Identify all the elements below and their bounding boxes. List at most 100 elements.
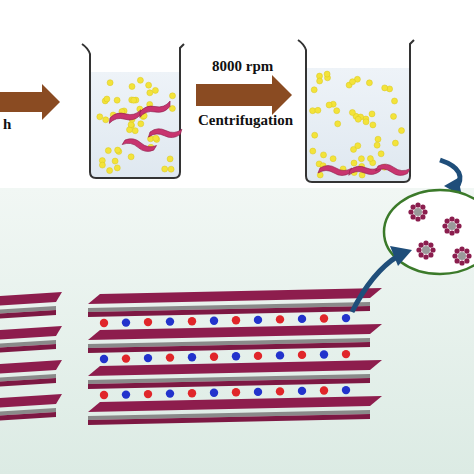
intercalated-ion — [144, 354, 152, 362]
intercalated-ion — [122, 354, 130, 362]
particle-atom — [415, 202, 420, 207]
intercalated-ion — [188, 353, 196, 361]
nanosheet-flake — [375, 163, 410, 176]
intercalated-ion — [342, 350, 350, 358]
particle-atom — [459, 246, 464, 251]
particle-core — [414, 208, 422, 216]
particle-core — [448, 222, 456, 230]
intercalated-ion — [320, 350, 328, 358]
intercalated-ion — [144, 318, 152, 326]
particle-atom — [430, 247, 435, 252]
intercalated-ion — [232, 388, 240, 396]
particle-atom — [442, 223, 447, 228]
nanosheet-flake — [107, 107, 142, 125]
nanodot — [153, 135, 159, 141]
intercalated-ion — [166, 353, 174, 361]
nanodot — [321, 152, 327, 158]
intercalated-ion — [166, 389, 174, 397]
particle-atom — [464, 258, 469, 263]
particle-atom — [423, 254, 428, 259]
particle-atom — [452, 253, 457, 258]
intercalated-ion — [100, 319, 108, 327]
nanosheet-flake — [122, 137, 157, 153]
nanodot — [103, 117, 109, 123]
nanodot — [351, 160, 357, 166]
nanodot — [129, 84, 135, 90]
intercalated-ion — [298, 315, 306, 323]
pointer-arrow — [352, 256, 398, 312]
nanodot — [363, 119, 369, 125]
particle-atom — [411, 205, 416, 210]
layer-slab — [0, 360, 62, 376]
layer-slab — [88, 342, 370, 353]
nanodot — [131, 97, 137, 103]
process-arrow — [0, 84, 60, 120]
layer-slab — [0, 394, 62, 410]
nanodot — [312, 132, 318, 138]
intercalated-ion — [166, 317, 174, 325]
intercalated-ion — [276, 315, 284, 323]
nanodot — [315, 107, 321, 113]
nanodot — [105, 148, 111, 154]
particle-atom — [419, 252, 424, 257]
intercalated-ion — [276, 387, 284, 395]
nanodot — [391, 113, 397, 119]
nanodot — [152, 87, 158, 93]
nanodot — [392, 98, 398, 104]
beaker — [298, 40, 414, 182]
intercalated-ion — [100, 391, 108, 399]
layer-slab — [0, 378, 56, 389]
intercalated-ion — [254, 352, 262, 360]
intercalated-ion — [298, 351, 306, 359]
particle-atom — [455, 249, 460, 254]
particle-atom — [445, 228, 450, 233]
intercalated-ion — [210, 317, 218, 325]
nanodot — [349, 110, 355, 116]
nanodot — [137, 77, 143, 83]
intercalated-ion — [342, 386, 350, 394]
particle-atom — [416, 247, 421, 252]
intercalated-ion — [320, 314, 328, 322]
nanodot — [370, 122, 376, 128]
nanodot — [324, 71, 330, 77]
nanodot — [317, 78, 323, 84]
nanosheet-flake — [148, 127, 183, 140]
nanosheet-flake — [348, 163, 383, 178]
nanodot — [146, 82, 152, 88]
intercalated-ion — [276, 351, 284, 359]
nanodot — [107, 80, 113, 86]
nanodot — [167, 156, 173, 162]
intercalated-ion — [232, 316, 240, 324]
particle-atom — [466, 253, 471, 258]
layer-slab — [0, 326, 62, 342]
particle-atom — [459, 260, 464, 265]
layer-slab — [0, 292, 62, 308]
magnified-view — [384, 190, 474, 274]
nanodot — [99, 162, 105, 168]
particle-atom — [420, 205, 425, 210]
process-arrow — [196, 75, 292, 115]
intercalated-ion — [254, 388, 262, 396]
intercalated-ion — [122, 318, 130, 326]
intercalated-ion — [188, 389, 196, 397]
nanodot — [392, 140, 398, 146]
intercalated-ion — [144, 390, 152, 398]
nanodot — [399, 128, 405, 134]
nanodot — [367, 156, 373, 162]
nanodot — [358, 156, 364, 162]
process-label: 8000 rpm — [212, 58, 273, 75]
nanodot — [330, 156, 336, 162]
particle-atom — [422, 209, 427, 214]
nanosheet-flake — [137, 99, 172, 120]
nanodot — [311, 87, 317, 93]
particle-atom — [415, 216, 420, 221]
layer-slab — [88, 414, 370, 425]
particle-atom — [408, 209, 413, 214]
nanodot — [97, 114, 103, 120]
layer-slab — [88, 360, 382, 376]
nanodot — [107, 168, 113, 174]
intercalated-ion — [122, 390, 130, 398]
nanodot — [378, 151, 384, 157]
nanodot — [112, 158, 118, 164]
